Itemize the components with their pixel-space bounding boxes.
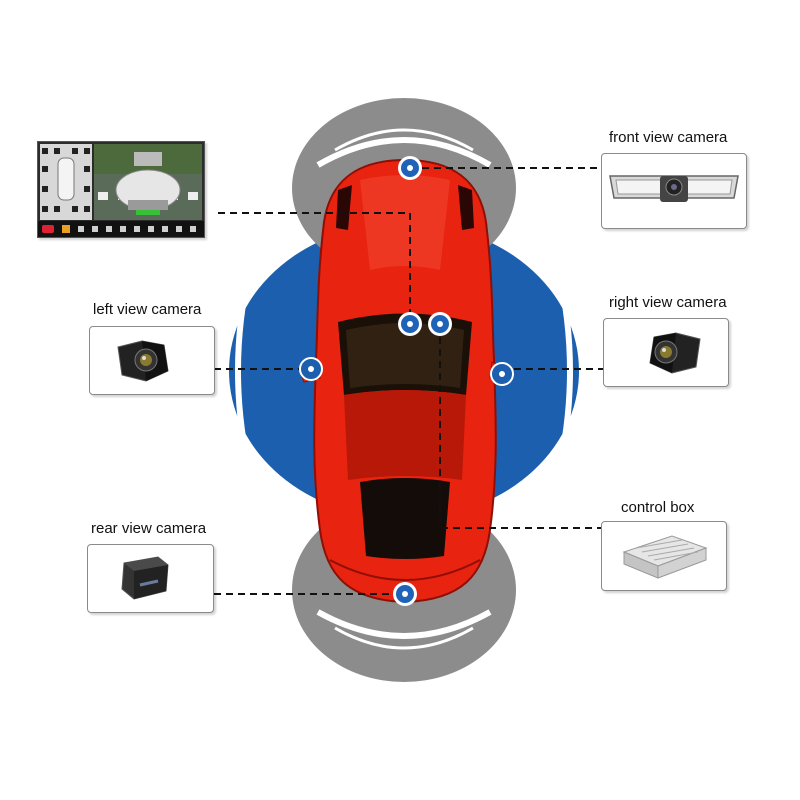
right-camera-label: right view camera — [609, 294, 727, 311]
monitor-line — [218, 212, 411, 322]
left-camera-label: left view camera — [93, 301, 202, 318]
windshield-camera-icon — [609, 175, 739, 202]
front-camera-box — [601, 153, 747, 229]
front-camera-point — [398, 156, 422, 180]
surround-view-monitor-icon — [38, 142, 204, 237]
control-box-label: control box — [621, 499, 695, 516]
fisheye-camera-icon — [117, 340, 169, 382]
rear-camera-box — [87, 544, 214, 613]
rear-camera-icon — [121, 556, 169, 600]
camera-points — [299, 156, 514, 606]
connection-lines — [214, 167, 604, 595]
fisheye-camera-icon — [649, 332, 701, 374]
rear-camera-label: rear view camera — [91, 520, 207, 537]
right-camera-point — [490, 362, 514, 386]
monitor-display — [37, 141, 205, 238]
control-box-icon — [622, 535, 708, 579]
left-camera-box — [89, 326, 215, 395]
car-top-view — [299, 158, 511, 604]
left-camera-point — [299, 357, 323, 381]
rear-camera-point — [393, 582, 417, 606]
front-camera-label: front view camera — [609, 129, 728, 146]
center-point-left — [398, 312, 422, 336]
center-point-right — [428, 312, 452, 336]
right-camera-box — [603, 318, 729, 387]
control-box-line — [439, 325, 604, 529]
control-box-box — [601, 521, 727, 591]
